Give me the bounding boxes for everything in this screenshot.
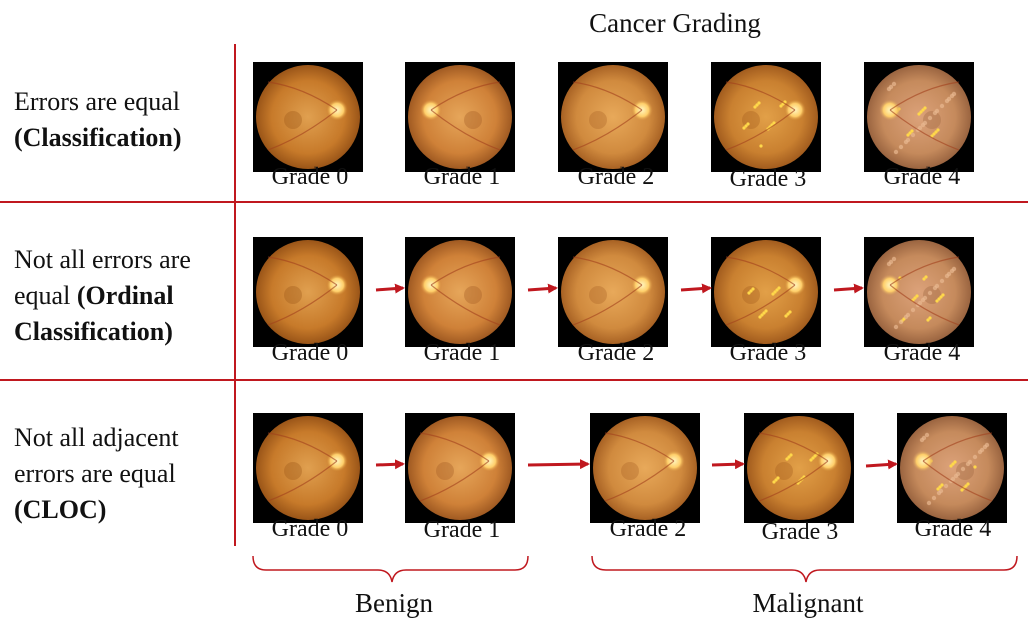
grade-label: Grade 2 [609, 516, 687, 542]
grade-label: Grade 3 [729, 166, 807, 192]
grade-label: Grade 2 [577, 340, 655, 366]
fundus-image [253, 413, 363, 523]
grade-label: Grade 4 [883, 340, 961, 366]
row-label-emphasis: Classification) [14, 317, 173, 346]
benign-bracket [252, 555, 529, 583]
row-label-text: Not all adjacent [14, 423, 179, 452]
grade-label: Grade 0 [271, 164, 349, 190]
row-label-classification: Errors are equal (Classification) [14, 84, 182, 156]
fundus-image [253, 62, 363, 172]
fundus-image [590, 413, 700, 523]
arrow [711, 459, 745, 470]
arrow [375, 283, 405, 294]
row-label-ordinal: Not all errors are equal (Ordinal Classi… [14, 242, 191, 350]
row-label-emphasis: (CLOC) [14, 495, 107, 524]
fundus-image [253, 237, 363, 347]
fundus-image [711, 62, 821, 172]
arrow [527, 283, 558, 294]
fundus-image [405, 413, 515, 523]
figure-title: Cancer Grading [589, 8, 761, 38]
row-label-text: Not all errors are [14, 245, 191, 274]
grade-label: Grade 2 [577, 164, 655, 190]
arrow [375, 459, 405, 470]
fundus-image [405, 237, 515, 347]
malignant-bracket [591, 555, 1018, 583]
fundus-image [864, 62, 974, 172]
malignant-label: Malignant [752, 588, 864, 618]
arrow [833, 283, 864, 294]
fundus-image [558, 237, 668, 347]
row-label-text: errors are equal [14, 459, 176, 488]
grade-label: Grade 0 [271, 516, 349, 542]
row-label-text: Errors are equal [14, 87, 181, 116]
row-label-text: equal [14, 281, 71, 310]
fundus-image [405, 62, 515, 172]
fundus-image [897, 413, 1007, 523]
row-label-emphasis: (Classification) [14, 123, 182, 152]
arrow [680, 283, 712, 294]
fundus-image [744, 413, 854, 523]
grade-label: Grade 0 [271, 340, 349, 366]
row-label-cloc: Not all adjacent errors are equal (CLOC) [14, 420, 179, 528]
grade-label: Grade 4 [914, 516, 992, 542]
fundus-image [864, 237, 974, 347]
arrow [865, 459, 898, 470]
fundus-image [558, 62, 668, 172]
grade-label: Grade 3 [729, 340, 807, 366]
grade-label: Grade 3 [761, 519, 839, 545]
grade-label: Grade 1 [423, 164, 501, 190]
grade-label: Grade 1 [423, 517, 501, 543]
fundus-image [711, 237, 821, 347]
arrow [527, 459, 590, 470]
row-label-emphasis: (Ordinal [76, 281, 174, 310]
grade-label: Grade 1 [423, 340, 501, 366]
benign-label: Benign [355, 588, 433, 618]
grade-label: Grade 4 [883, 164, 961, 190]
